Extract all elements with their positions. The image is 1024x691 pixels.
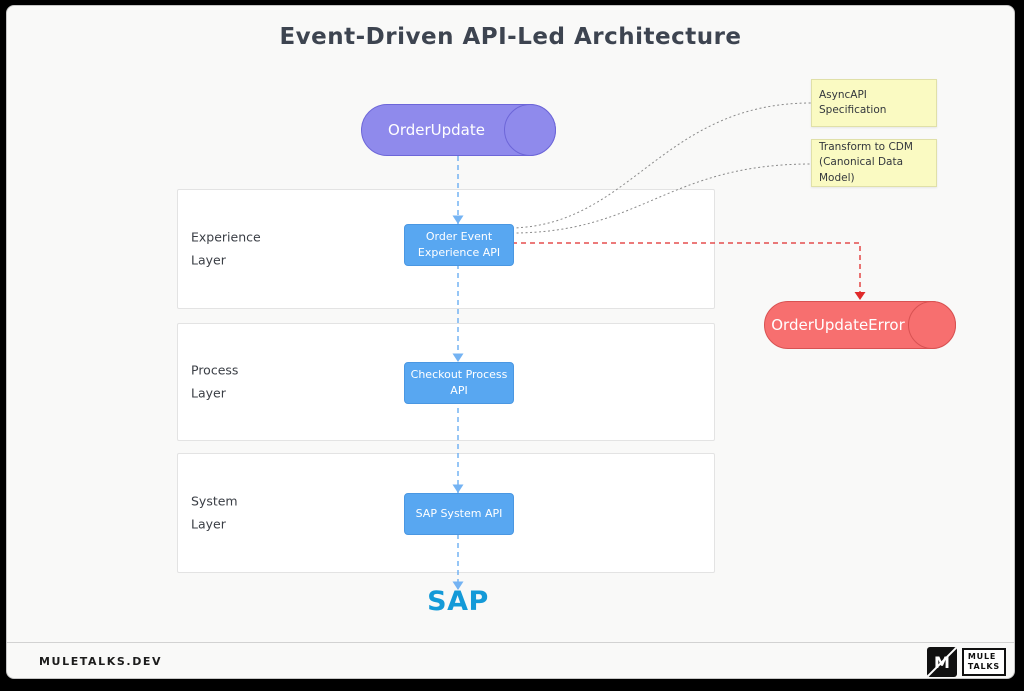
order-update-event-cylinder: OrderUpdate xyxy=(361,104,556,156)
system-layer-label-line1: System xyxy=(191,493,238,509)
logo-word-line1: MULE xyxy=(967,652,997,661)
process-layer-label-line1: Process xyxy=(191,362,239,378)
asyncapi-specification-note: AsyncAPI Specification xyxy=(811,79,937,127)
cylinder-cap-icon xyxy=(908,301,956,349)
note-text-line1: Transform to CDM xyxy=(819,141,913,154)
sap-system-api-box: SAP System API xyxy=(404,493,514,535)
process-layer-label: Process Layer xyxy=(191,360,238,405)
api-label-line2: Experience API xyxy=(417,246,501,259)
logo-word-line2: TALKS xyxy=(967,662,1000,671)
muletalks-logo-wordmark: MULE TALKS xyxy=(961,648,1006,676)
order-event-experience-api-box: Order Event Experience API xyxy=(404,224,514,266)
order-update-label: OrderUpdate xyxy=(388,121,485,139)
api-label-line1: Order Event xyxy=(425,229,493,243)
process-layer-label-line2: Layer xyxy=(191,385,226,400)
system-layer-label-line2: Layer xyxy=(191,516,226,531)
note-text-line1: AsyncAPI Specification xyxy=(819,88,887,116)
experience-layer-label: Experience Layer xyxy=(191,227,261,272)
footer-site-url: MULETALKS.DEV xyxy=(39,655,163,668)
muletalks-monogram-icon: M xyxy=(926,647,957,677)
experience-layer-label-line1: Experience xyxy=(191,229,261,245)
page-title: Event-Driven API-Led Architecture xyxy=(279,24,742,50)
experience-layer-label-line2: Layer xyxy=(191,252,226,267)
api-label-line2: API xyxy=(450,384,468,397)
footer-divider xyxy=(7,642,1014,643)
order-update-error-label: OrderUpdateError xyxy=(771,316,905,334)
api-label-line1: Checkout Process xyxy=(410,367,508,381)
muletalks-logo: M MULE TALKS xyxy=(926,647,1006,677)
api-label-line1: SAP System API xyxy=(415,506,503,520)
transform-to-cdm-note: Transform to CDM (Canonical Data Model) xyxy=(811,139,937,187)
checkout-process-api-box: Checkout Process API xyxy=(404,362,514,404)
system-layer-label: System Layer xyxy=(191,491,238,536)
sap-backend-logo: SAP xyxy=(427,586,489,617)
logo-slash-icon xyxy=(926,647,957,677)
diagram-canvas: Event-Driven API-Led Architecture Experi… xyxy=(6,5,1015,679)
note-text-line2: (Canonical Data Model) xyxy=(819,156,904,184)
order-update-error-cylinder: OrderUpdateError xyxy=(764,301,956,349)
arrowhead-to-error-event xyxy=(854,292,866,300)
